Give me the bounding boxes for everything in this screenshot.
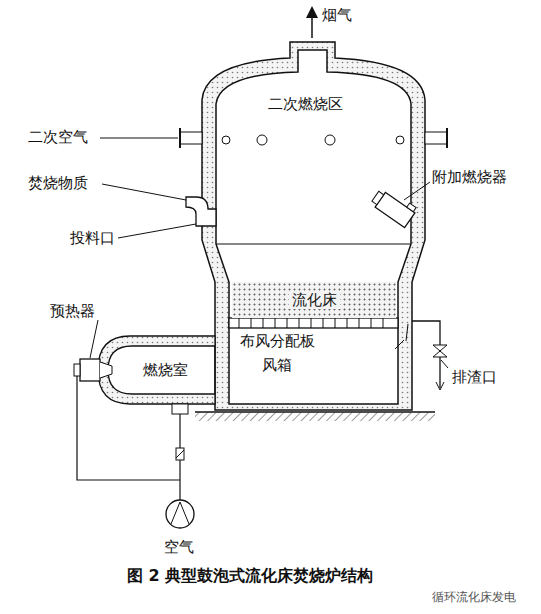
flue-gas-label: 烟气 — [322, 6, 352, 24]
watermark: 循环流化床发电 — [432, 590, 516, 604]
slag-outlet-label: 排渣口 — [452, 368, 497, 386]
windbox-label: 风箱 — [262, 356, 292, 374]
combustion-chamber: 燃烧室 — [118, 352, 212, 388]
material-label: 焚烧物质 — [28, 174, 88, 192]
air-label: 空气 — [164, 538, 194, 556]
figure-caption: 图 2 典型鼓泡式流化床焚烧炉结构 — [127, 566, 373, 585]
burner-label: 附加燃烧器 — [432, 168, 507, 186]
zone-label: 二次燃烧区 — [268, 95, 343, 113]
port-label: 投料口 — [70, 229, 115, 247]
fluidized-bed: 流化床 — [232, 282, 396, 318]
preheater-label: 预热器 — [50, 302, 95, 320]
plate-label: 布风分配板 — [240, 332, 315, 350]
node-text: 燃烧室 — [140, 361, 191, 379]
air-label: 二次空气 — [28, 128, 88, 146]
node-text: 流化床 — [289, 291, 340, 309]
